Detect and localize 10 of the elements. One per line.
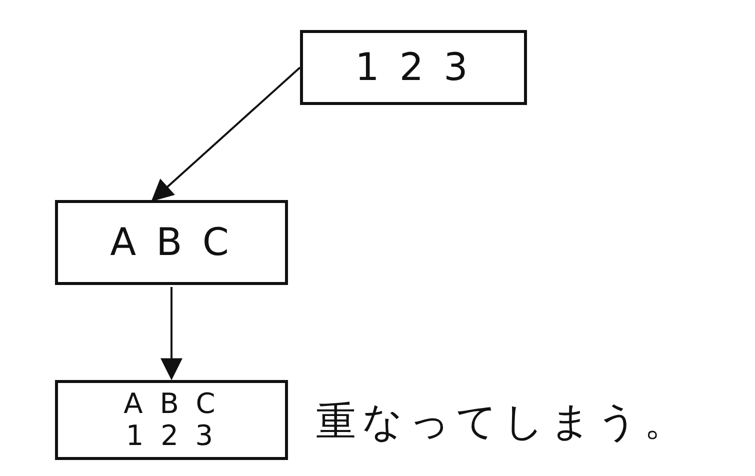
arrow xyxy=(151,66,301,202)
overlapped-text: A B C xyxy=(124,388,220,420)
box-text: 1 2 3 xyxy=(355,44,472,91)
overlapped-text: 1 2 3 xyxy=(126,420,218,452)
text-box xyxy=(300,30,527,105)
note-text: 重なってしまう。 xyxy=(316,398,690,447)
text-box xyxy=(55,200,288,285)
box-text: A B C xyxy=(110,219,233,266)
arrow xyxy=(160,287,182,380)
text-box xyxy=(55,380,288,460)
